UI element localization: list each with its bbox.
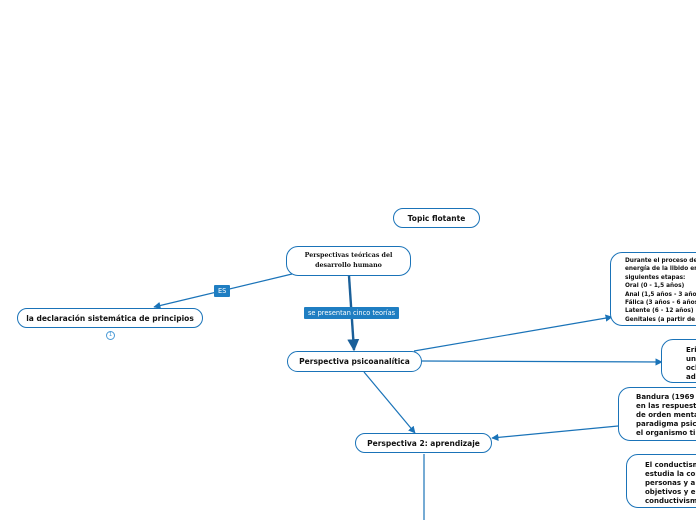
behaviorism-line: El conductism: [645, 461, 696, 469]
erikson-line: un: [686, 355, 696, 363]
bandura-node[interactable]: Bandura (1969 en las respuest de orden m…: [618, 387, 696, 441]
bandura-line: Bandura (1969: [636, 393, 695, 401]
bandura-line: de orden menta: [636, 411, 696, 419]
definition-text: la declaración sistemática de principios: [26, 313, 194, 323]
erikson-line: och: [686, 364, 696, 372]
connector-learning: [363, 371, 416, 434]
behaviorism-line: conductivism: [645, 497, 696, 505]
definition-node[interactable]: la declaración sistemática de principios: [17, 308, 203, 328]
floating-topic-node[interactable]: Topic flotante: [393, 208, 480, 228]
floating-topic-text: Topic flotante: [407, 213, 466, 223]
bandura-line: el organismo ti: [636, 429, 696, 437]
psychoanalytic-detail-line: Fálica (3 años - 6 años): [625, 300, 696, 307]
psychoanalytic-detail-line: Genitales (a partir de lo: [625, 316, 696, 323]
relation-label-five-theories: se presentan cinco teorías: [304, 307, 400, 319]
psychoanalytic-detail-line: Anal (1,5 años - 3 años: [625, 291, 696, 298]
psychoanalytic-detail-line: Oral (0 - 1,5 años): [625, 283, 685, 290]
bandura-line: paradigma psic: [636, 420, 696, 428]
erikson-line: ado: [686, 373, 696, 381]
central-topic-node[interactable]: Perspectivas teóricas del desarrollo hum…: [286, 246, 411, 276]
learning-node[interactable]: Perspectiva 2: aprendizaje: [355, 433, 492, 453]
erikson-line: Eri: [686, 346, 696, 354]
behaviorism-line: personas y a: [645, 479, 696, 487]
connector-bandura: [491, 425, 619, 441]
connector-psychoanalytic-detail: [413, 314, 613, 352]
behaviorism-node[interactable]: El conductism estudia la cor personas y …: [626, 454, 696, 508]
central-topic-line1: Perspectivas teóricas del: [304, 252, 393, 259]
psychoanalytic-detail-line: Latente (6 - 12 años): [625, 308, 694, 315]
behaviorism-line: estudia la cor: [645, 470, 696, 478]
collapse-toggle[interactable]: 1: [106, 331, 115, 340]
psychoanalytic-detail-line: siguientes etapas:: [625, 274, 686, 281]
connector-erikson: [421, 358, 663, 366]
bandura-line: en las respuest: [636, 402, 696, 410]
psychoanalytic-detail-line: energía de la libido en l: [625, 266, 696, 273]
behaviorism-line: objetivos y e: [645, 488, 696, 496]
central-topic-line2: desarrollo humano: [315, 262, 382, 269]
erikson-node[interactable]: Eri un och ado: [661, 339, 696, 383]
psychoanalytic-detail-line: Durante el proceso de d: [625, 258, 696, 264]
learning-text: Perspectiva 2: aprendizaje: [367, 438, 480, 448]
collapse-count: 1: [108, 332, 113, 338]
psychoanalytic-text: Perspectiva psicoanalítica: [299, 357, 410, 366]
psychoanalytic-detail-node[interactable]: Durante el proceso de d energía de la li…: [610, 252, 696, 326]
relation-label-es: ES: [214, 285, 231, 297]
psychoanalytic-node[interactable]: Perspectiva psicoanalítica: [287, 351, 422, 372]
